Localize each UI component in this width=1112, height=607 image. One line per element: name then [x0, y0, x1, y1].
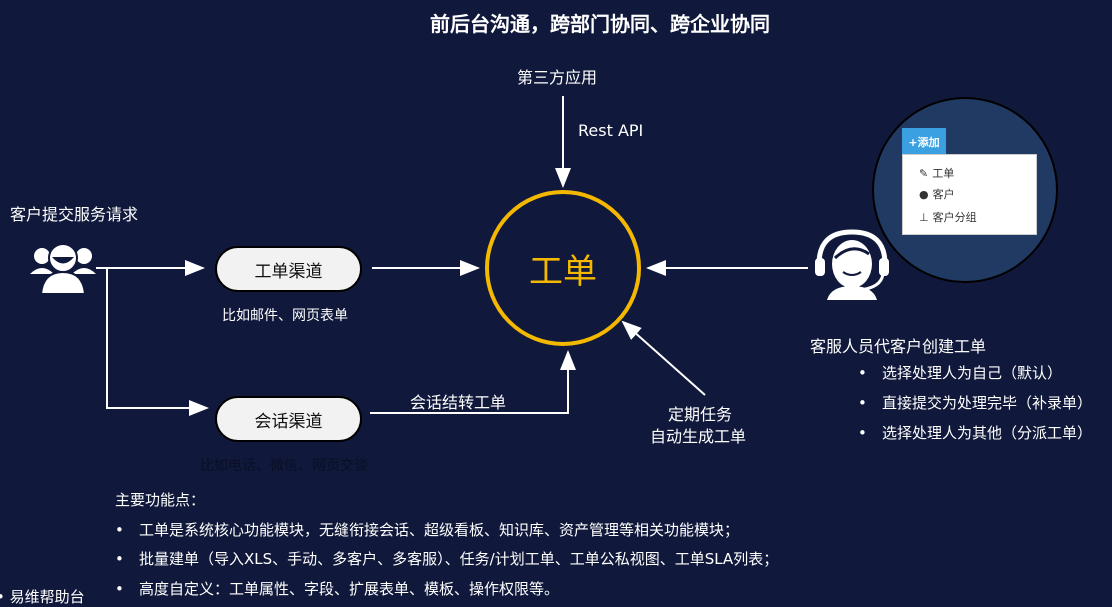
feature-text: 高度自定义：工单属性、字段、扩展表单、模板、操作权限等。 — [139, 580, 560, 598]
chat-channel-label: 会话渠道 — [254, 411, 323, 432]
menu-item-customer[interactable]: ●客户 — [919, 186, 955, 202]
ticket-channel-label: 工单渠道 — [254, 261, 323, 282]
menu-item-label: 客户 — [932, 188, 955, 201]
agent-option: •选择处理人为自己（默认） — [858, 364, 1063, 382]
arrow-customer-chat — [106, 268, 209, 416]
add-button[interactable]: +添加 — [902, 128, 946, 155]
ticket-hub: 工单 — [485, 190, 641, 346]
feature-text: 工单是系统核心功能模块，无缝衔接会话、超级看板、知识库、资产管理等相关功能模块； — [139, 521, 740, 539]
menu-item-customer-group[interactable]: ⊥客户分组 — [919, 209, 977, 225]
footer-cut-text: • 易维帮助台 — [0, 588, 85, 606]
menu-item-ticket[interactable]: ✎工单 — [919, 165, 954, 181]
menu-item-label: 客户分组 — [932, 211, 977, 224]
customers-icon — [30, 243, 96, 294]
customer-label: 客户提交服务请求 — [10, 205, 139, 224]
chat-channel-note: 比如电话、微信、网页交谈 — [200, 458, 368, 474]
ticket-channel: 工单渠道 — [215, 246, 362, 292]
agent-option: •直接提交为处理完毕（补录单） — [858, 394, 1093, 412]
agent-option-text: 直接提交为处理完毕（补录单） — [882, 394, 1093, 412]
arrow-scheduled — [621, 320, 706, 396]
sitemap-icon: ⊥ — [919, 210, 929, 224]
feature-item: •工单是系统核心功能模块，无缝衔接会话、超级看板、知识库、资产管理等相关功能模块… — [115, 521, 740, 539]
scheduled-label-2: 自动生成工单 — [650, 427, 747, 446]
feature-text: 批量建单（导入XLS、手动、多客户、多客服）、任务/计划工单、工单公私视图、工单… — [139, 550, 779, 568]
feature-item: •批量建单（导入XLS、手动、多客户、多客服）、任务/计划工单、工单公私视图、工… — [115, 550, 779, 568]
ticket-channel-note: 比如邮件、网页表单 — [222, 308, 348, 324]
rest-api-label: Rest API — [578, 121, 644, 140]
arrow-chat-convert — [370, 350, 576, 414]
agent-option-text: 选择处理人为其他（分派工单） — [882, 424, 1093, 442]
ticket-icon: ✎ — [919, 166, 929, 180]
chat-convert-label: 会话结转工单 — [410, 393, 507, 412]
agent-label: 客服人员代客户创建工单 — [810, 337, 987, 356]
ticket-hub-label: 工单 — [529, 251, 597, 292]
user-icon: ● — [919, 187, 929, 201]
agent-option-text: 选择处理人为自己（默认） — [882, 364, 1063, 382]
add-menu-preview: +添加 ✎工单 ●客户 ⊥客户分组 — [872, 97, 1058, 283]
add-dropdown-menu: ✎工单 ●客户 ⊥客户分组 — [902, 154, 1037, 235]
third-party-label: 第三方应用 — [517, 68, 598, 87]
agent-headset-icon — [815, 229, 889, 300]
menu-item-label: 工单 — [932, 167, 955, 180]
features-heading: 主要功能点： — [115, 491, 206, 509]
chat-channel: 会话渠道 — [215, 396, 362, 442]
scheduled-label-1: 定期任务 — [668, 405, 733, 424]
page-title: 前后台沟通，跨部门协同、跨企业协同 — [430, 12, 770, 36]
agent-option: •选择处理人为其他（分派工单） — [858, 424, 1093, 442]
feature-item: •高度自定义：工单属性、字段、扩展表单、模板、操作权限等。 — [115, 580, 560, 598]
